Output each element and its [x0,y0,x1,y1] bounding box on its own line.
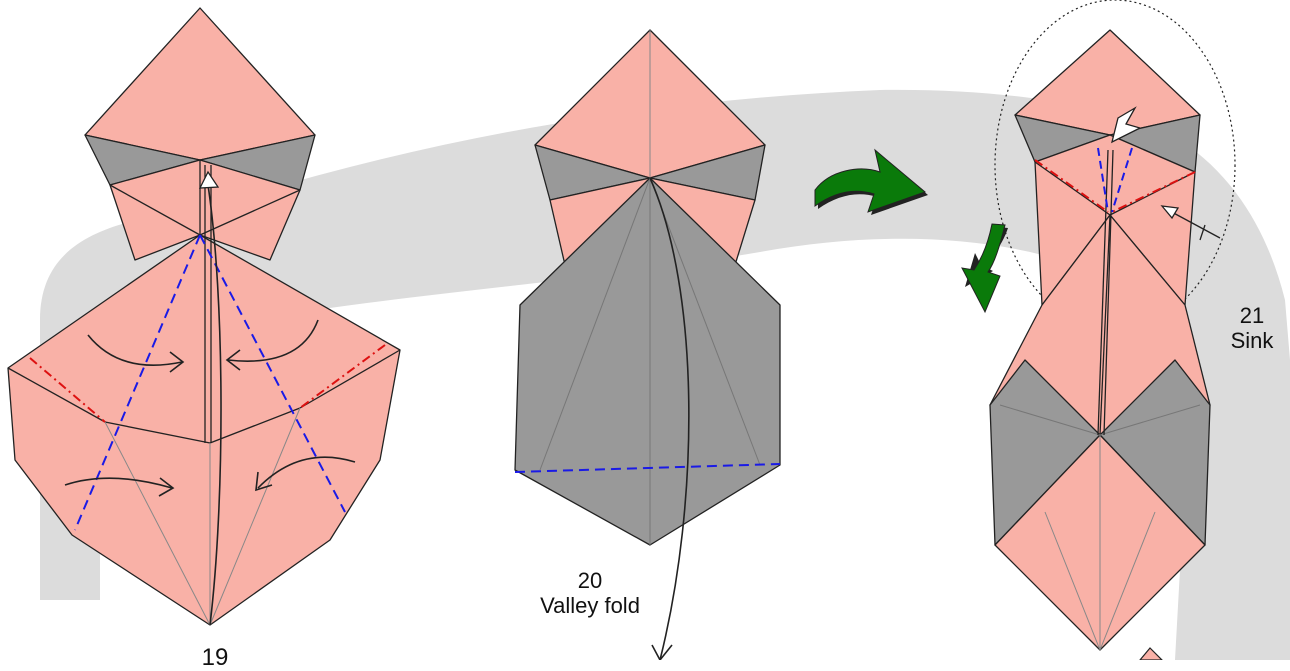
fold-arrow-icon [961,223,1008,314]
step-21-caption: Sink [1230,328,1274,353]
push-arrow-icon [198,170,220,189]
step-21-creases [1034,147,1196,213]
step-20-figure [514,29,781,546]
step-20-number: 20 [577,568,603,593]
step-19-creases [29,234,386,531]
step-20-valley-crease [514,463,781,473]
turn-over-arrow-icon [814,148,928,215]
step-21-label: 21 Sink [1222,303,1282,353]
step-19-fold-arrows [64,184,356,626]
step-21-sink-arrows [1111,106,1221,241]
step-19-number: 19 [201,644,229,671]
step-20-caption: Valley fold [540,593,640,618]
step-19-figure [7,7,401,626]
step-21-figure [989,29,1211,651]
step-20-label: 20 Valley fold [510,568,670,618]
step-21-number: 21 [1239,303,1265,328]
background-band [40,89,1290,660]
next-step-arrow-icon [1139,647,1163,660]
step-20-fold-arrow [649,177,690,660]
